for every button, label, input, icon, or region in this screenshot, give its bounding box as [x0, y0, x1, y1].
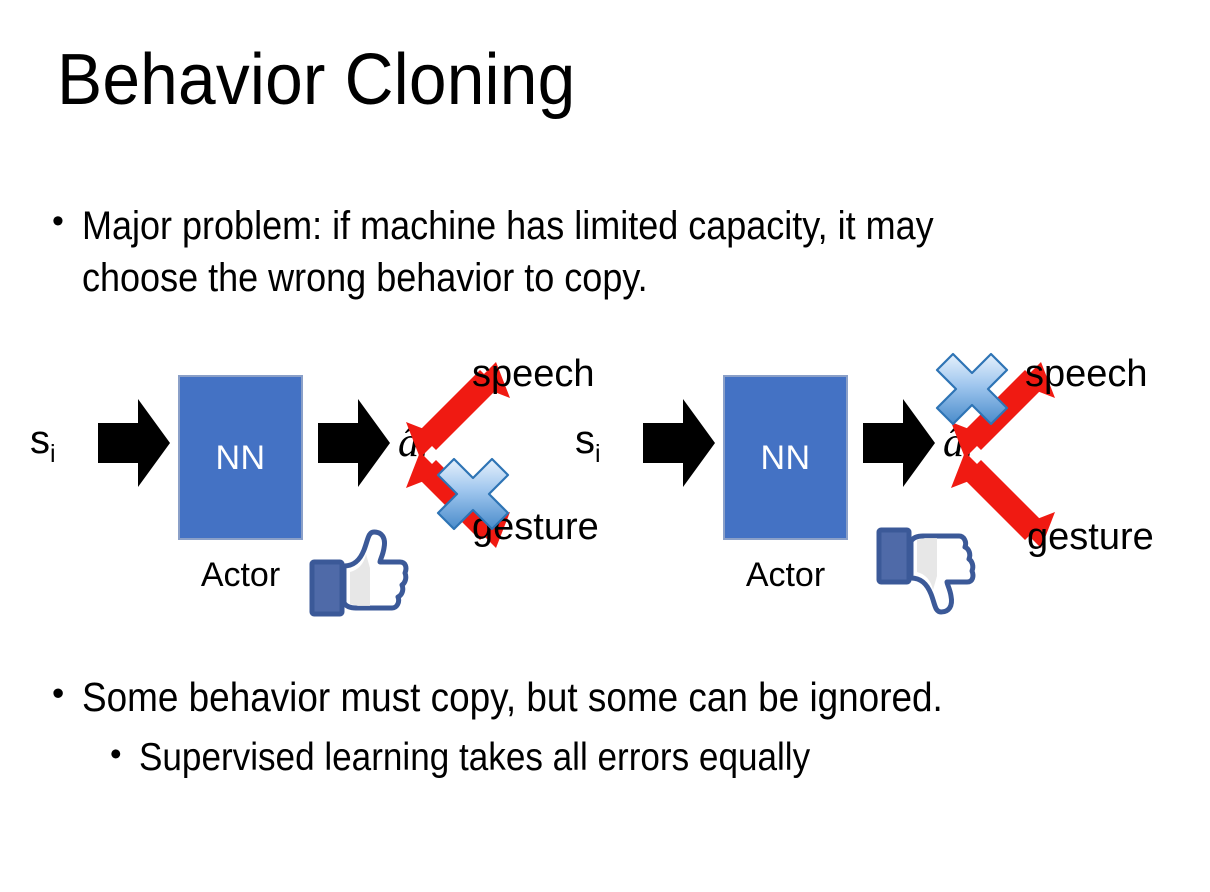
diagram-left: si NN Actor âi — [20, 340, 600, 640]
nn-box-left: NN — [178, 375, 303, 540]
cross-out-icon-right — [933, 350, 1011, 428]
thumbs-up-icon — [308, 526, 410, 624]
bullet-top-text: Major problem: if machine has limited ca… — [82, 204, 944, 300]
state-symbol: s — [575, 418, 595, 462]
input-arrow-left — [98, 395, 170, 491]
bullet-marker: • — [52, 674, 65, 713]
bullet-top: • Major problem: if machine has limited … — [52, 200, 1162, 304]
bullet-marker: • — [52, 202, 64, 240]
state-symbol: s — [30, 418, 50, 462]
bullet-bottom-level1-text: Some behavior must copy, but some can be… — [82, 674, 943, 720]
state-subscript: i — [50, 440, 56, 468]
nn-box-right: NN — [723, 375, 848, 540]
thumbs-down-icon — [875, 520, 977, 618]
speech-label-right: speech — [1025, 353, 1148, 395]
state-subscript: i — [595, 440, 601, 468]
state-label-left: si — [30, 420, 56, 467]
input-arrow-right — [643, 395, 715, 491]
bullet-marker: • — [110, 735, 122, 772]
page-title: Behavior Cloning — [57, 40, 576, 120]
gesture-arrow-right — [943, 440, 1063, 560]
speech-arrow-left — [398, 350, 518, 470]
output-arrow-right — [863, 395, 935, 491]
state-label-right: si — [575, 420, 601, 467]
speech-label-left: speech — [472, 353, 595, 395]
bullet-bottom-level1: • Some behavior must copy, but some can … — [52, 672, 1172, 724]
gesture-label-right: gesture — [1027, 516, 1154, 558]
nn-label: NN — [760, 438, 811, 477]
actor-label-left: Actor — [200, 556, 281, 594]
nn-label: NN — [215, 438, 266, 477]
diagram-right: si NN Actor âi — [565, 340, 1154, 640]
cross-out-icon-left — [434, 455, 512, 533]
output-arrow-left — [318, 395, 390, 491]
actor-label-right: Actor — [745, 556, 826, 594]
bullet-bottom-level2: • Supervised learning takes all errors e… — [110, 733, 1170, 782]
bullet-bottom-level2-text: Supervised learning takes all errors equ… — [139, 736, 811, 779]
